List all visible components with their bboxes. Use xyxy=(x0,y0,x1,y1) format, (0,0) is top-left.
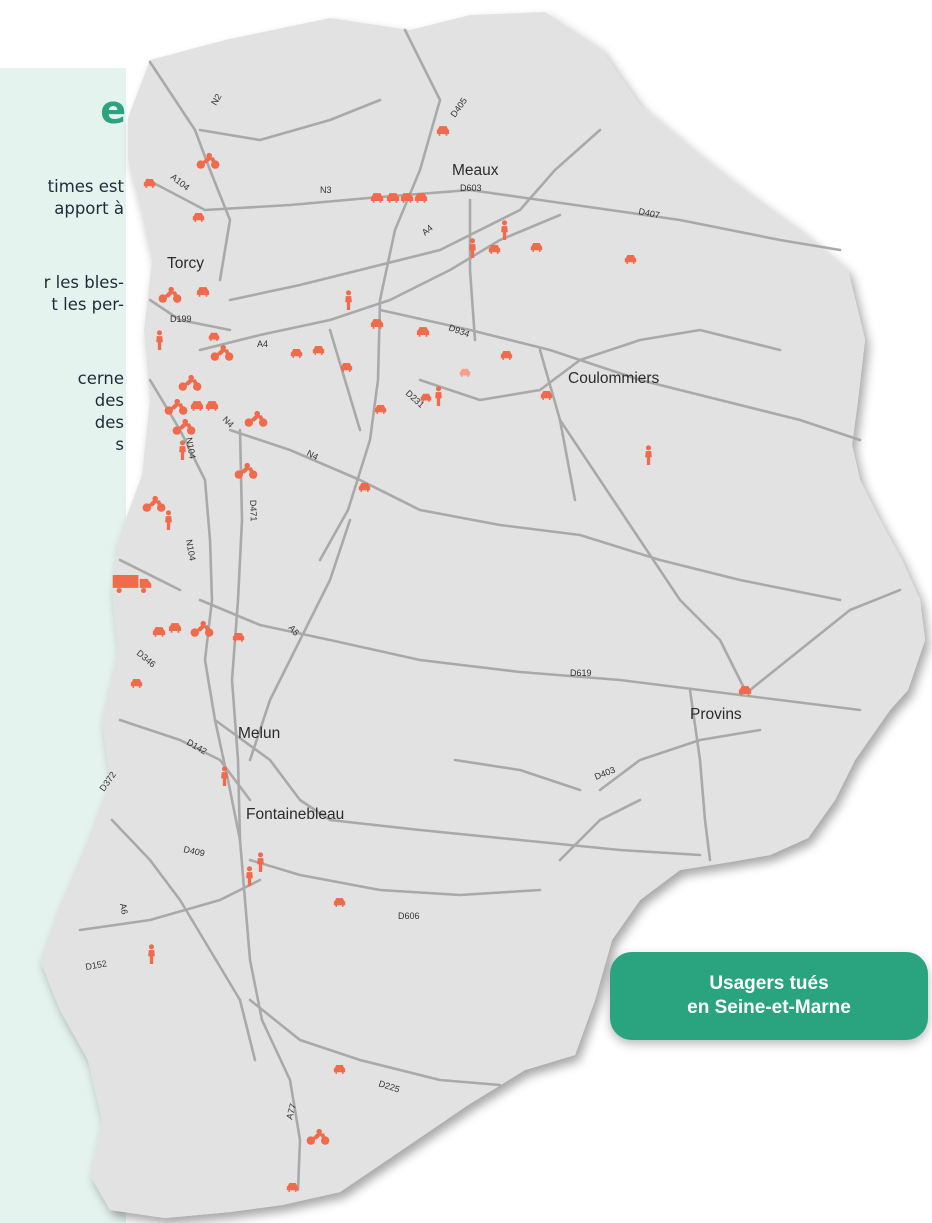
road-label: D199 xyxy=(170,314,192,324)
department-shape xyxy=(40,12,925,1218)
panel-text-line: apport à xyxy=(54,199,124,218)
side-panel: e times est apport à r les bles- t les p… xyxy=(0,68,126,1223)
road-label: A4 xyxy=(257,339,268,349)
panel-text-line: t les per- xyxy=(51,295,124,314)
city-labels: Meaux Torcy Coulommiers Melun Fontainebl… xyxy=(167,162,742,823)
road-network xyxy=(78,28,902,1192)
city-label: Fontainebleau xyxy=(246,806,344,823)
legend-badge: Usagers tués en Seine-et-Marne xyxy=(610,952,928,1040)
road-label: D407 xyxy=(638,206,661,220)
road-label: D471 xyxy=(248,500,259,522)
panel-heading: e xyxy=(100,88,126,132)
road-label: D152 xyxy=(85,958,108,972)
city-label: Provins xyxy=(690,706,742,723)
panel-text-line: times est xyxy=(47,177,124,196)
panel-text-line: cerne xyxy=(77,369,124,388)
road-label: N4 xyxy=(305,448,320,462)
road-label: D619 xyxy=(570,668,592,678)
city-label: Torcy xyxy=(167,255,204,272)
city-label: Coulommiers xyxy=(568,370,660,387)
road-label: N104 xyxy=(184,539,198,562)
panel-text-line: des xyxy=(94,413,124,432)
road-label: D606 xyxy=(398,911,420,921)
panel-text-line: s xyxy=(115,435,124,454)
road-label: D409 xyxy=(183,844,206,858)
city-label: Melun xyxy=(238,725,280,742)
road-label: N3 xyxy=(320,185,332,195)
road-label: A77 xyxy=(284,1102,298,1120)
panel-text-line: r les bles- xyxy=(43,273,124,292)
road-label: D603 xyxy=(460,183,482,193)
panel-text-line: des xyxy=(94,391,124,410)
city-label: Meaux xyxy=(452,162,499,179)
road-label: A6 xyxy=(118,903,130,916)
legend-line: en Seine-et-Marne xyxy=(687,997,851,1018)
road-label: N104 xyxy=(184,437,198,460)
legend-line: Usagers tués xyxy=(709,973,829,994)
road-label: N2 xyxy=(209,92,223,107)
